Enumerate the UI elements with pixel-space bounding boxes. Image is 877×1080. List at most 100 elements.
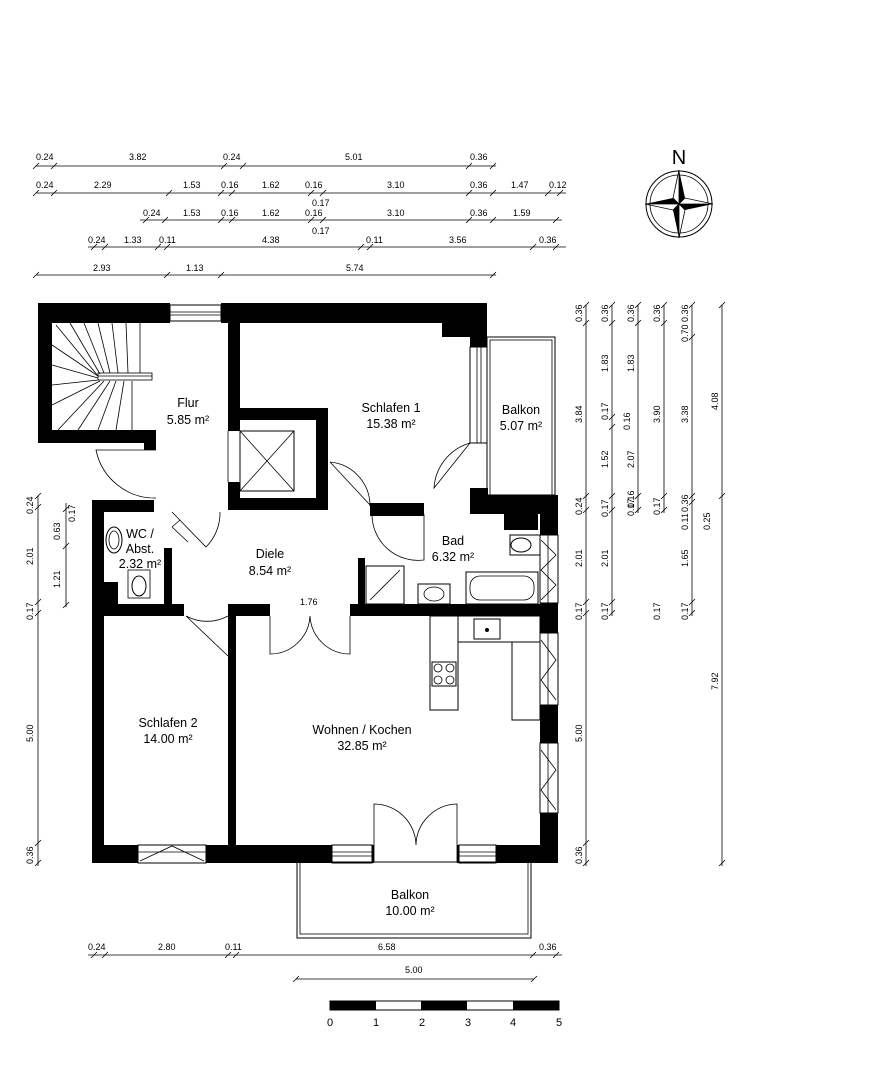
- dim-ticks: [32, 271, 497, 279]
- right-dimensions: 0.36 3.84 0.24 2.01 0.17 5.00 0.36 0.36 …: [574, 301, 726, 867]
- dim-label: 0.24: [574, 497, 584, 515]
- room-name: Bad: [442, 534, 464, 548]
- room-area: 15.38 m²: [366, 417, 415, 431]
- room-area: 5.07 m²: [500, 419, 542, 433]
- room-area: 14.00 m²: [143, 732, 192, 746]
- dim-label: 0.36: [470, 180, 488, 190]
- dim-label: 0.36: [539, 235, 557, 245]
- dim-label: 0.11: [225, 942, 242, 952]
- dim-label: 0.17: [600, 602, 610, 620]
- dim-label: 1.33: [124, 235, 142, 245]
- dim-label: 0.70: [680, 324, 690, 342]
- dim-label: 0.16: [221, 180, 239, 190]
- room-name: Schlafen 1: [361, 401, 420, 415]
- dim-label: 4.38: [262, 235, 280, 245]
- room-labels: Flur 5.85 m² Schlafen 1 15.38 m² Balkon …: [119, 396, 542, 918]
- dim-ticks: [32, 162, 497, 170]
- room-area: 2.32 m²: [119, 557, 161, 571]
- bathtub-icon: [465, 571, 539, 605]
- dim-label: 0.36: [600, 304, 610, 322]
- dim-label: 0.36: [626, 304, 636, 322]
- dim-label: 2.01: [600, 549, 610, 567]
- bad-toilet-icon: [509, 534, 541, 556]
- dim-label: 0.36: [470, 208, 488, 218]
- dim-label: 3.10: [387, 180, 405, 190]
- dim-label: 0.16: [626, 490, 636, 508]
- dim-label: 0.36: [574, 846, 584, 864]
- dim-label: 3.84: [574, 405, 584, 423]
- scale-label: 4: [510, 1017, 516, 1029]
- dim-label: 1.83: [600, 354, 610, 372]
- dim-label: 0.36: [539, 942, 557, 952]
- dim-label: 3.56: [449, 235, 467, 245]
- scale-label: 5: [556, 1017, 562, 1029]
- room-name: Wohnen / Kochen: [312, 723, 411, 737]
- dim-label: 0.24: [36, 180, 54, 190]
- scale-bar: 0 1 2 3 4 5: [327, 1000, 562, 1029]
- dim-label: 3.38: [680, 405, 690, 423]
- kitchen-cabinet: [511, 641, 541, 721]
- windows: [137, 304, 559, 864]
- dim-label: 2.80: [158, 942, 176, 952]
- washbasin-icon: [417, 583, 451, 605]
- sink-icon: [105, 526, 123, 554]
- kitchen-counter: [429, 615, 459, 711]
- dim-label: 1.62: [262, 180, 280, 190]
- room-name: Balkon: [391, 888, 429, 902]
- room-area: 10.00 m²: [385, 904, 434, 918]
- dim-label: 0.36: [680, 494, 690, 512]
- dim-label: 0.36: [652, 304, 662, 322]
- top-dimensions: 0.24 3.82 0.24 5.01 0.36 0.24 2.29 1.53 …: [32, 152, 567, 279]
- door-width-label: 1.76: [300, 597, 318, 607]
- dim-label: 2.07: [626, 450, 636, 468]
- dim-label: 0.16: [221, 208, 239, 218]
- dim-label: 0.16: [622, 412, 632, 430]
- dim-label: 3.10: [387, 208, 405, 218]
- dim-label: 2.01: [574, 549, 584, 567]
- compass-star-icon: [644, 169, 714, 239]
- dim-label: 0.36: [25, 846, 35, 864]
- dim-label: 1.59: [513, 208, 531, 218]
- scale-label: 3: [465, 1017, 471, 1029]
- dim-ticks: [90, 243, 560, 251]
- dim-label: 1.13: [186, 263, 204, 273]
- room-area: 5.85 m²: [167, 413, 209, 427]
- dim-label: 0.17: [626, 498, 636, 516]
- dim-label: 3.82: [129, 152, 147, 162]
- dim-label: 0.24: [88, 942, 106, 952]
- dim-label: 5.00: [574, 724, 584, 742]
- bottom-dimensions: 0.24 2.80 0.11 6.58 0.36 5.00: [88, 942, 562, 983]
- dim-label: 0.17: [312, 198, 330, 208]
- room-area: 6.32 m²: [432, 550, 474, 564]
- dim-label: 0.12: [549, 180, 567, 190]
- dim-label: 5.00: [25, 724, 35, 742]
- kitchen-counter-top: [457, 615, 541, 643]
- compass: N: [644, 147, 714, 239]
- dim-label: 0.36: [680, 304, 690, 322]
- dim-label: 0.11: [159, 235, 176, 245]
- dim-label: 1.53: [183, 180, 201, 190]
- dim-label: 2.29: [94, 180, 112, 190]
- dim-ticks: [32, 189, 564, 197]
- dim-label: 3.90: [652, 405, 662, 423]
- dim-label: 1.52: [600, 450, 610, 468]
- dim-label: 1.53: [183, 208, 201, 218]
- dim-label: 0.17: [25, 602, 35, 620]
- dim-label: 2.93: [93, 263, 111, 273]
- dim-label: 0.24: [223, 152, 241, 162]
- dim-label: 0.16: [305, 180, 323, 190]
- room-name: Diele: [256, 547, 285, 561]
- dim-label: 1.21: [52, 570, 62, 588]
- dim-label: 0.24: [36, 152, 54, 162]
- kitchen-sink-icon: [473, 618, 501, 640]
- dim-label: 0.17: [680, 602, 690, 620]
- dim-label: 0.24: [143, 208, 161, 218]
- dim-label: 0.24: [25, 496, 35, 514]
- dim-label: 0.36: [574, 304, 584, 322]
- dim-label: 5.00: [405, 965, 423, 975]
- dim-label: 0.11: [680, 513, 690, 530]
- room-name: Schlafen 2: [138, 716, 197, 730]
- dim-label: 0.17: [600, 499, 610, 517]
- dim-label: 0.24: [88, 235, 106, 245]
